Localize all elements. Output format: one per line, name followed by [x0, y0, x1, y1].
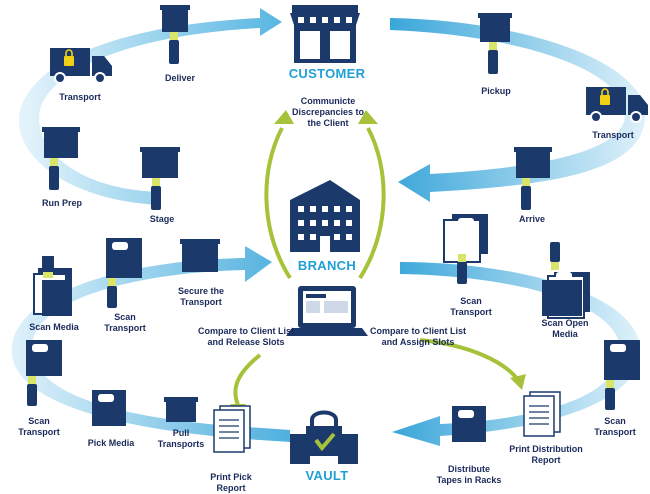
label-secure-transport: Secure the Transport	[166, 286, 236, 308]
box-icon	[164, 397, 198, 422]
box-scanner-icon	[160, 5, 190, 64]
label-line: Scan	[28, 416, 50, 426]
label-line: Scan	[604, 416, 626, 426]
report-icon	[213, 405, 251, 453]
label-pick-media: Pick Media	[87, 438, 135, 448]
tape-box-scanner-icon	[604, 340, 640, 410]
label-line: Transport	[594, 427, 636, 437]
report-icon	[523, 391, 561, 437]
label-line: Scan Open	[541, 318, 589, 328]
label-line: Compare to Client List	[369, 326, 466, 336]
label-print-pick-report: Print Pick Report	[196, 472, 266, 494]
label-line: Print Pick	[210, 472, 252, 482]
branch-label: BRANCH	[297, 258, 357, 273]
label-transport-top-right: Transport	[592, 130, 634, 140]
label-line: Print Distribution	[509, 444, 583, 454]
label-communicate: Communicte Discrepancies to the Client	[288, 96, 368, 129]
label-stage: Stage	[149, 214, 175, 224]
label-line: Transport	[18, 427, 60, 437]
label-pull-transports: Pull Transports	[146, 428, 216, 450]
label-scan-transport-right: Scan Transport	[436, 296, 506, 318]
label-pickup: Pickup	[481, 86, 511, 96]
label-scan-media: Scan Media	[29, 322, 79, 332]
label-distribute-tapes: Distribute Tapes in Racks	[424, 464, 514, 486]
label-line: Transport	[104, 323, 146, 333]
box-scanner-icon	[42, 127, 80, 190]
label-line: Media	[552, 329, 578, 339]
building-icon	[290, 180, 360, 252]
label-line: Scan	[460, 296, 482, 306]
label-run-prep: Run Prep	[41, 198, 82, 208]
label-line: and Assign Slots	[381, 337, 455, 347]
label-communicate-line3: the Client	[307, 118, 349, 128]
tape-box-scanner-icon	[542, 242, 590, 319]
label-line: Secure the	[177, 286, 225, 296]
label-line: Tapes in Racks	[436, 475, 502, 485]
vault-icon	[290, 410, 358, 464]
tape-rack-icon	[452, 406, 486, 442]
label-scan-transport-left: Scan Transport	[90, 312, 160, 334]
label-line: Pull	[172, 428, 190, 438]
customer-label: CUSTOMER	[288, 66, 366, 81]
label-print-distribution-report: Print Distribution Report	[498, 444, 594, 466]
box-scanner-icon	[478, 13, 512, 74]
truck-icon	[50, 48, 112, 84]
box-scanner-icon	[514, 147, 552, 210]
tape-box-icon	[92, 390, 126, 426]
flow-band-top-right	[390, 18, 645, 202]
label-communicate-line2: Discrepancies to	[291, 107, 365, 117]
label-compare-assign: Compare to Client List and Assign Slots	[358, 326, 478, 348]
label-transport-top-left: Transport	[59, 92, 101, 102]
tape-box-scanner-icon	[33, 256, 72, 316]
label-communicate-line1: Communicte	[300, 96, 356, 106]
vault-label: VAULT	[305, 468, 349, 483]
tape-box-scanner-icon	[443, 214, 488, 284]
label-line: Scan	[114, 312, 136, 322]
box-icon	[180, 239, 220, 272]
label-arrive: Arrive	[518, 214, 545, 224]
label-line: Transport	[450, 307, 492, 317]
label-line: Transports	[157, 439, 205, 449]
laptop-icon	[286, 286, 368, 336]
flow-band-bottom-right	[392, 262, 640, 446]
label-scan-transport-lower-right: Scan Transport	[582, 416, 648, 438]
label-line: Report	[531, 455, 561, 465]
label-line: Report	[216, 483, 246, 493]
store-icon	[290, 5, 360, 63]
box-scanner-icon	[140, 147, 180, 210]
label-deliver: Deliver	[164, 73, 196, 83]
label-line: and Release Slots	[207, 337, 285, 347]
label-line: Compare to Client List	[197, 326, 294, 336]
tape-box-scanner-icon	[26, 340, 62, 406]
truck-icon	[586, 87, 648, 123]
label-compare-release: Compare to Client List and Release Slots	[186, 326, 306, 348]
label-scan-open-media: Scan Open Media	[530, 318, 600, 340]
label-line: Distribute	[447, 464, 490, 474]
tape-box-scanner-icon	[106, 238, 142, 308]
flow-band-bottom-left	[11, 246, 291, 442]
label-scan-transport-lower-left: Scan Transport	[4, 416, 74, 438]
green-arrows	[233, 127, 520, 406]
label-line: Transport	[180, 297, 222, 307]
